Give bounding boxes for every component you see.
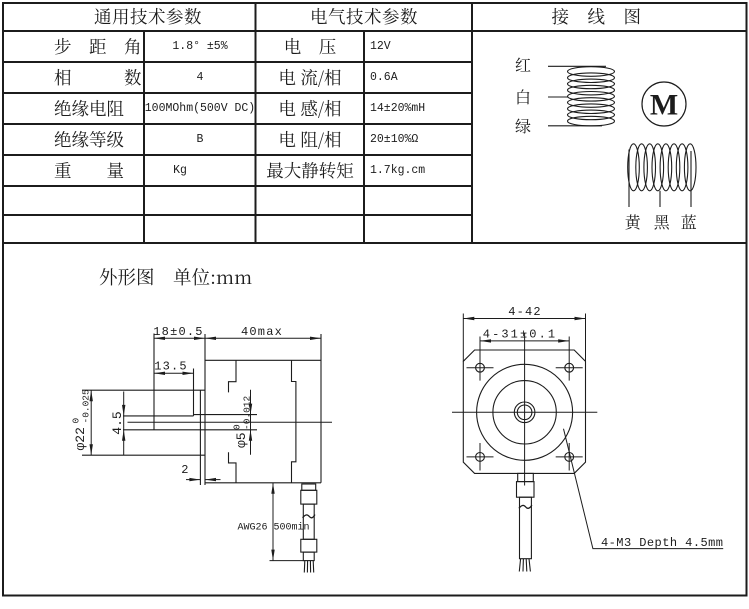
table-grid: [2, 2, 748, 597]
electrical-row-label: 电 流/相: [278, 65, 342, 90]
lead-label-green: 绿: [515, 114, 531, 137]
electrical-row-value: 1.7kg.cm: [370, 164, 426, 177]
dim-cable-spec: AWG26 500min: [237, 522, 309, 534]
side-view-arrowheads: [89, 336, 321, 561]
dim-shaft-dia-tol-lower: -0.012: [242, 395, 253, 430]
page-frame: [2, 2, 748, 597]
side-view-cable: [300, 483, 318, 573]
electrical-row-value: 20±10%Ω: [370, 133, 419, 146]
dim-shaft-length: 18±0.5: [153, 325, 203, 339]
front-view-arrowheads: [463, 316, 586, 343]
motor-symbol: M: [650, 89, 678, 122]
general-row-label: 绝缘等级: [54, 127, 124, 152]
dim-shaft-dia-tol-upper: 0: [232, 424, 243, 430]
dim-body-length: 40max: [241, 325, 283, 339]
general-row-value: B: [196, 133, 204, 146]
front-view: 4-42 4-31±0.1 4-M3 Depth 4.5mm: [452, 305, 724, 572]
electrical-row-value: 14±20%mH: [370, 102, 426, 115]
lead-label-red: 红: [515, 53, 531, 76]
wiring-diagram: M 红 白 绿 黄 黑 蓝: [515, 53, 697, 233]
general-table-title: 通用技术参数: [94, 4, 202, 29]
dim-boss-depth: 2: [181, 463, 189, 477]
dim-mount-square: 4-42: [508, 305, 542, 319]
side-view: 18±0.5 40max 13.5 2 AWG26 500min φ22 0 -…: [71, 325, 332, 573]
front-view-dimension-lines: [462, 313, 724, 550]
dim-boss-dia: φ22 0 -0.025: [71, 389, 92, 451]
phase-coil-vertical: [548, 65, 616, 127]
phase-coil-horizontal: [627, 143, 697, 207]
front-view-centerlines: [452, 333, 598, 486]
general-row-value: 100MOhm(500V DC): [144, 102, 256, 115]
side-view-outline: [82, 333, 322, 485]
electrical-row-label: 电 感/相: [278, 96, 342, 121]
motor-circle: [641, 81, 687, 127]
dim-flat-length: 13.5: [154, 360, 188, 374]
dim-boss-dia-tol-lower: -0.025: [81, 389, 92, 424]
general-row-label: 重 量: [54, 158, 124, 183]
dim-boss-dia-main: φ22: [73, 427, 88, 450]
wiring-panel-title: 接 线 图: [551, 4, 642, 29]
electrical-row-label: 最大静转矩: [266, 158, 354, 183]
electrical-row-label: 电 压: [283, 34, 337, 59]
dim-boss-dia-tol-upper: 0: [71, 418, 82, 424]
general-row-label: 相 数: [54, 65, 142, 90]
electrical-row-value: 12V: [370, 40, 391, 53]
front-view-cable: [515, 472, 535, 572]
electrical-table-title: 电气技术参数: [310, 4, 418, 29]
general-row-value: 1.8° ±5%: [172, 40, 228, 53]
general-row-label: 绝缘电阻: [54, 96, 124, 121]
general-row-label: 步 距 角: [54, 34, 142, 59]
dim-hole-spec: 4-M3 Depth 4.5mm: [601, 536, 723, 550]
dim-flat-height: 4.5: [110, 411, 125, 434]
outline-title: 外形图 单位:mm: [99, 264, 253, 290]
lead-label-black: 黑: [654, 210, 671, 233]
dim-shaft-dia: φ5 0 -0.012: [232, 395, 253, 448]
lead-label-blue: 蓝: [681, 210, 697, 233]
dim-shaft-dia-main: φ5: [234, 432, 249, 448]
lead-label-yellow: 黄: [625, 210, 642, 233]
dim-hole-pitch: 4-31±0.1: [483, 328, 557, 342]
general-row-value: Kg: [173, 164, 187, 177]
electrical-row-label: 电 阻/相: [278, 127, 342, 152]
general-row-value: 4: [196, 71, 204, 84]
electrical-row-value: 0.6A: [370, 71, 398, 84]
lead-label-white: 白: [515, 85, 531, 108]
svg-text:4.5: 4.5: [110, 411, 125, 434]
